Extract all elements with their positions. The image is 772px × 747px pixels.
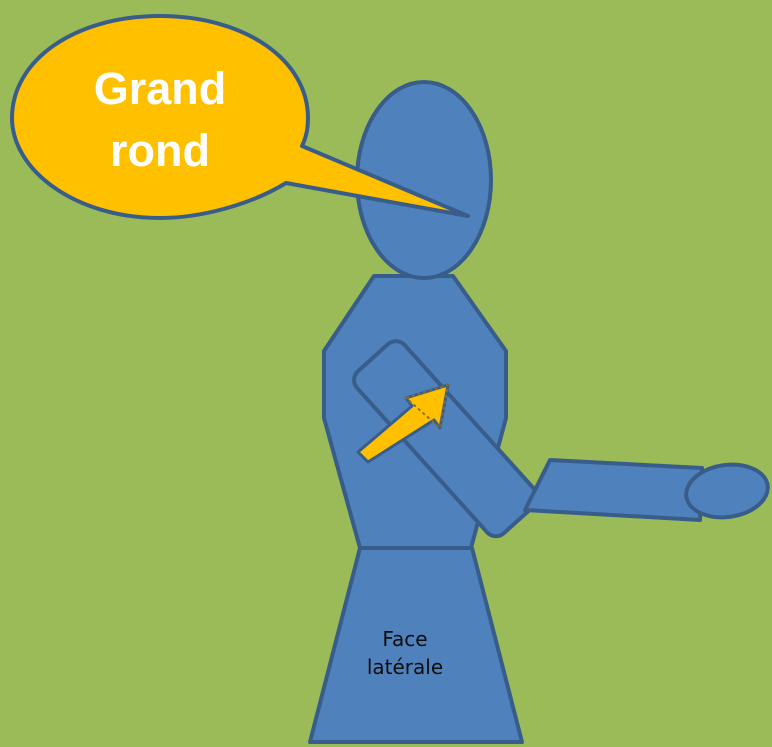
body-label-line-1: Face <box>340 625 470 653</box>
callout-line-2: rond <box>40 120 280 182</box>
callout-line-1: Grand <box>40 58 280 120</box>
body-label-line-2: latérale <box>340 653 470 681</box>
figure-forearm <box>525 460 702 520</box>
callout-text: Grand rond <box>40 58 280 182</box>
body-label: Face latérale <box>340 625 470 681</box>
